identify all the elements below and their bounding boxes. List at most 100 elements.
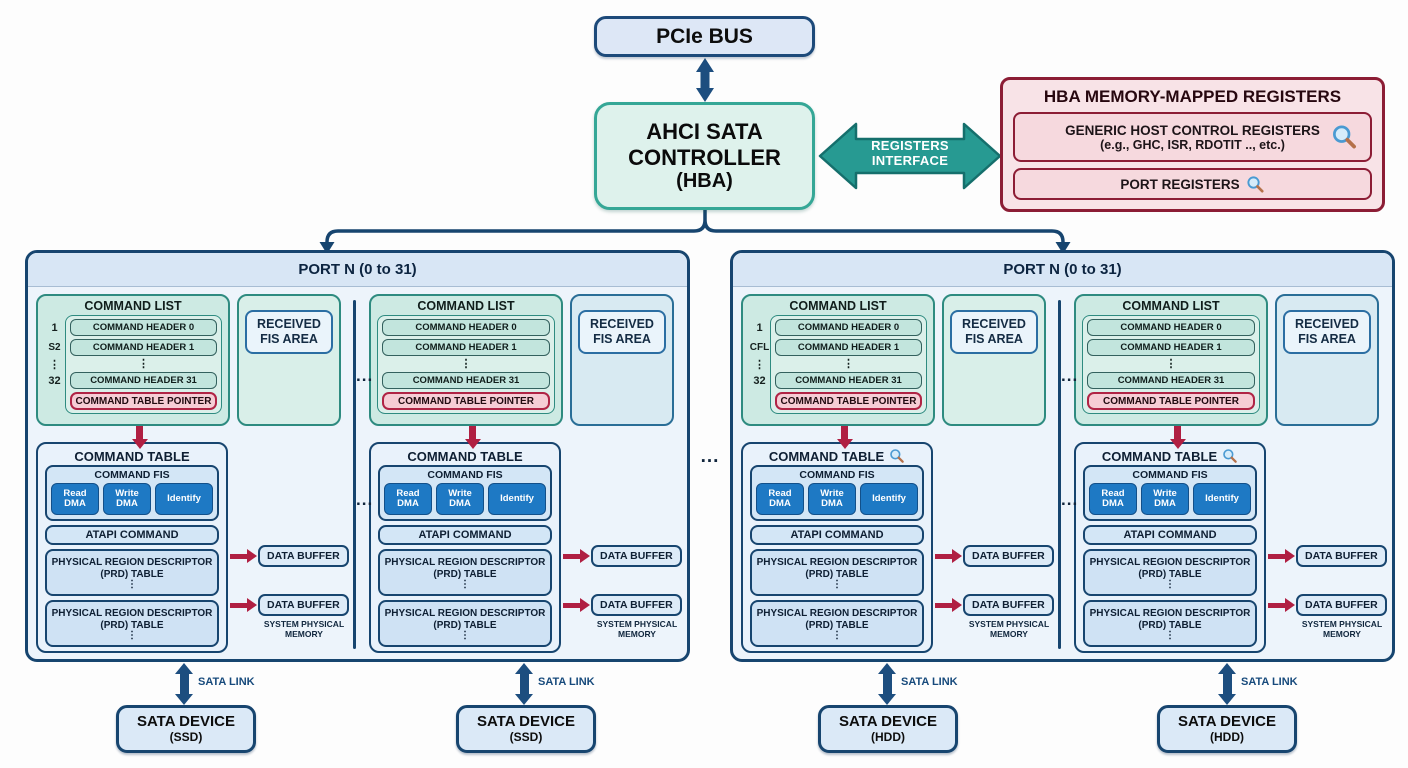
identify-button: Identify [860,483,918,515]
pcie-bus-box: PCIe BUS [594,16,815,57]
data-buffer: DATA BUFFER [258,545,349,567]
prd-table-1: PHYSICAL REGION DESCRIPTOR (PRD) TABLE ⋮ [1083,549,1257,596]
vertical-ellipsis: ⋮ [1165,358,1177,370]
data-buffer-column: DATA BUFFER DATA BUFFER SYSTEM PHYSICAL … [228,442,350,653]
magnifier-icon[interactable] [889,448,905,464]
data-buffer: DATA BUFFER [258,594,349,616]
command-fis-box: COMMAND FIS Read DMA Write DMA Identify [45,465,219,521]
command-fis-box: COMMAND FIS Read DMA Write DMA Identify [378,465,552,521]
command-header-0: COMMAND HEADER 0 [1087,319,1255,336]
command-header-stack: COMMAND HEADER 0 COMMAND HEADER 1 ⋮ COMM… [65,315,222,414]
write-dma-button: Write DMA [103,483,151,515]
vertical-ellipsis: ⋮ [460,358,472,370]
command-list-title: COMMAND LIST [417,299,515,313]
sata-link-arrow [1218,663,1236,705]
data-buffer-column: DATA BUFFER DATA BUFFER SYSTEM PHYSICAL … [1266,442,1388,653]
prd-to-buffer-arrow [935,598,962,612]
magnifier-icon[interactable] [1331,124,1358,151]
vertical-ellipsis: ⋮ [460,578,470,590]
command-fis-title: COMMAND FIS [427,469,503,481]
vertical-ellipsis: ⋮ [832,578,842,590]
pointer-down-arrow [1169,426,1186,449]
magnifier-icon[interactable] [1222,448,1238,464]
vertical-ellipsis: ⋮ [127,629,137,641]
command-list-side-labels: 1 S2 ⋮ 32 [48,321,61,387]
port-registers-row: PORT REGISTERS [1013,168,1372,200]
sata-link-label: SATA LINK [198,676,255,688]
command-list: COMMAND LIST 1 CFL ⋮ 32 COMMAND HEADER 0… [741,294,935,426]
sata-link-arrow [878,663,896,705]
read-dma-button: Read DMA [1089,483,1137,515]
received-fis-area: RECEIVED FIS AREA [950,310,1038,354]
read-dma-button: Read DMA [756,483,804,515]
pcie-hba-double-arrow [696,58,714,102]
vertical-ellipsis: ⋮ [1165,629,1175,641]
command-header-1: COMMAND HEADER 1 [1087,339,1255,356]
port-panel-right: PORT N (0 to 31) COMMAND LIST 1 CFL ⋮ 32 [730,250,1395,662]
pointer-down-arrow [836,426,853,449]
ahci-label-line2: CONTROLLER [628,144,781,170]
command-table-pointer: COMMAND TABLE POINTER [775,392,922,410]
write-dma-button: Write DMA [1141,483,1189,515]
sata-device-ssd: SATA DEVICE (SSD) [116,705,256,753]
command-table: COMMAND TABLE COMMAND FIS Read DMA Write… [1074,442,1266,653]
command-header-0: COMMAND HEADER 0 [382,319,550,336]
prd-to-buffer-arrow [1268,549,1295,563]
received-fis-container: RECEIVED FIS AREA [570,294,674,426]
port-panel-body: COMMAND LIST 1 CFL ⋮ 32 COMMAND HEADER 0… [733,287,1392,659]
received-fis-area: RECEIVED FIS AREA [578,310,666,354]
data-buffer: DATA BUFFER [963,594,1054,616]
port-panel-left: PORT N (0 to 31) COMMAND LIST 1 S2 ⋮ 32 [25,250,690,662]
ellipsis: ... [700,446,720,467]
data-buffer: DATA BUFFER [1296,594,1387,616]
command-list: COMMAND LIST 1 S2 ⋮ 32 COMMAND HEADER 0 … [36,294,230,426]
system-physical-memory-label: SYSTEM PHYSICAL MEMORY [263,619,345,640]
command-fis-title: COMMAND FIS [1132,469,1208,481]
sata-device-hdd: SATA DEVICE (HDD) [1157,705,1297,753]
system-physical-memory-label: SYSTEM PHYSICAL MEMORY [1301,619,1383,640]
sata-link-label: SATA LINK [901,676,958,688]
sata-link-label: SATA LINK [1241,676,1298,688]
generic-registers-title: GENERIC HOST CONTROL REGISTERS [1065,122,1320,138]
command-list: COMMAND LIST COMMAND HEADER 0 COMMAND HE… [1074,294,1268,426]
port-panel-title: PORT N (0 to 31) [28,253,687,287]
identify-button: Identify [488,483,546,515]
command-header-31: COMMAND HEADER 31 [70,372,217,389]
atapi-command: ATAPI COMMAND [45,525,219,545]
command-fis-box: COMMAND FIS Read DMA Write DMA Identify [750,465,924,521]
prd-to-buffer-arrow [230,549,257,563]
ahci-controller-box: AHCI SATA CONTROLLER (HBA) [594,102,815,210]
prd-table-2: PHYSICAL REGION DESCRIPTOR (PRD) TABLE ⋮ [1083,600,1257,647]
port-group: COMMAND LIST 1 S2 ⋮ 32 COMMAND HEADER 0 … [36,294,349,653]
ellipsis: ... [356,366,374,385]
command-table-title: COMMAND TABLE [74,448,190,464]
received-fis-area: RECEIVED FIS AREA [1283,310,1371,354]
generic-host-control-registers-row: GENERIC HOST CONTROL REGISTERS (e.g., GH… [1013,112,1372,162]
command-fis-title: COMMAND FIS [799,469,875,481]
identify-button: Identify [1193,483,1251,515]
sata-device-ssd: SATA DEVICE (SSD) [456,705,596,753]
atapi-command: ATAPI COMMAND [1083,525,1257,545]
atapi-command: ATAPI COMMAND [378,525,552,545]
command-fis-title: COMMAND FIS [94,469,170,481]
ahci-label-line1: AHCI SATA [646,119,763,145]
ellipsis: ... [356,490,374,509]
port-panel-body: COMMAND LIST 1 S2 ⋮ 32 COMMAND HEADER 0 … [28,287,687,659]
prd-table-2: PHYSICAL REGION DESCRIPTOR (PRD) TABLE ⋮ [45,600,219,647]
port-registers-label: PORT REGISTERS [1120,176,1240,192]
vertical-ellipsis: ⋮ [127,578,137,590]
command-header-stack: COMMAND HEADER 0 COMMAND HEADER 1 ⋮ COMM… [770,315,927,414]
magnifier-icon[interactable] [1246,175,1265,194]
command-list-title: COMMAND LIST [1122,299,1220,313]
command-table-pointer: COMMAND TABLE POINTER [70,392,217,410]
received-fis-container: RECEIVED FIS AREA [942,294,1046,426]
command-table: COMMAND TABLE COMMAND FIS Read DMA Write… [369,442,561,653]
ahci-label-line3: (HBA) [676,169,733,192]
command-table-title: COMMAND TABLE [407,448,523,464]
command-table-title: COMMAND TABLE [768,448,885,464]
command-table-title: COMMAND TABLE [1101,448,1218,464]
hba-registers-box: HBA MEMORY-MAPPED REGISTERS GENERIC HOST… [1000,77,1385,212]
command-header-stack: COMMAND HEADER 0 COMMAND HEADER 1 ⋮ COMM… [377,315,555,414]
read-dma-button: Read DMA [51,483,99,515]
read-dma-button: Read DMA [384,483,432,515]
